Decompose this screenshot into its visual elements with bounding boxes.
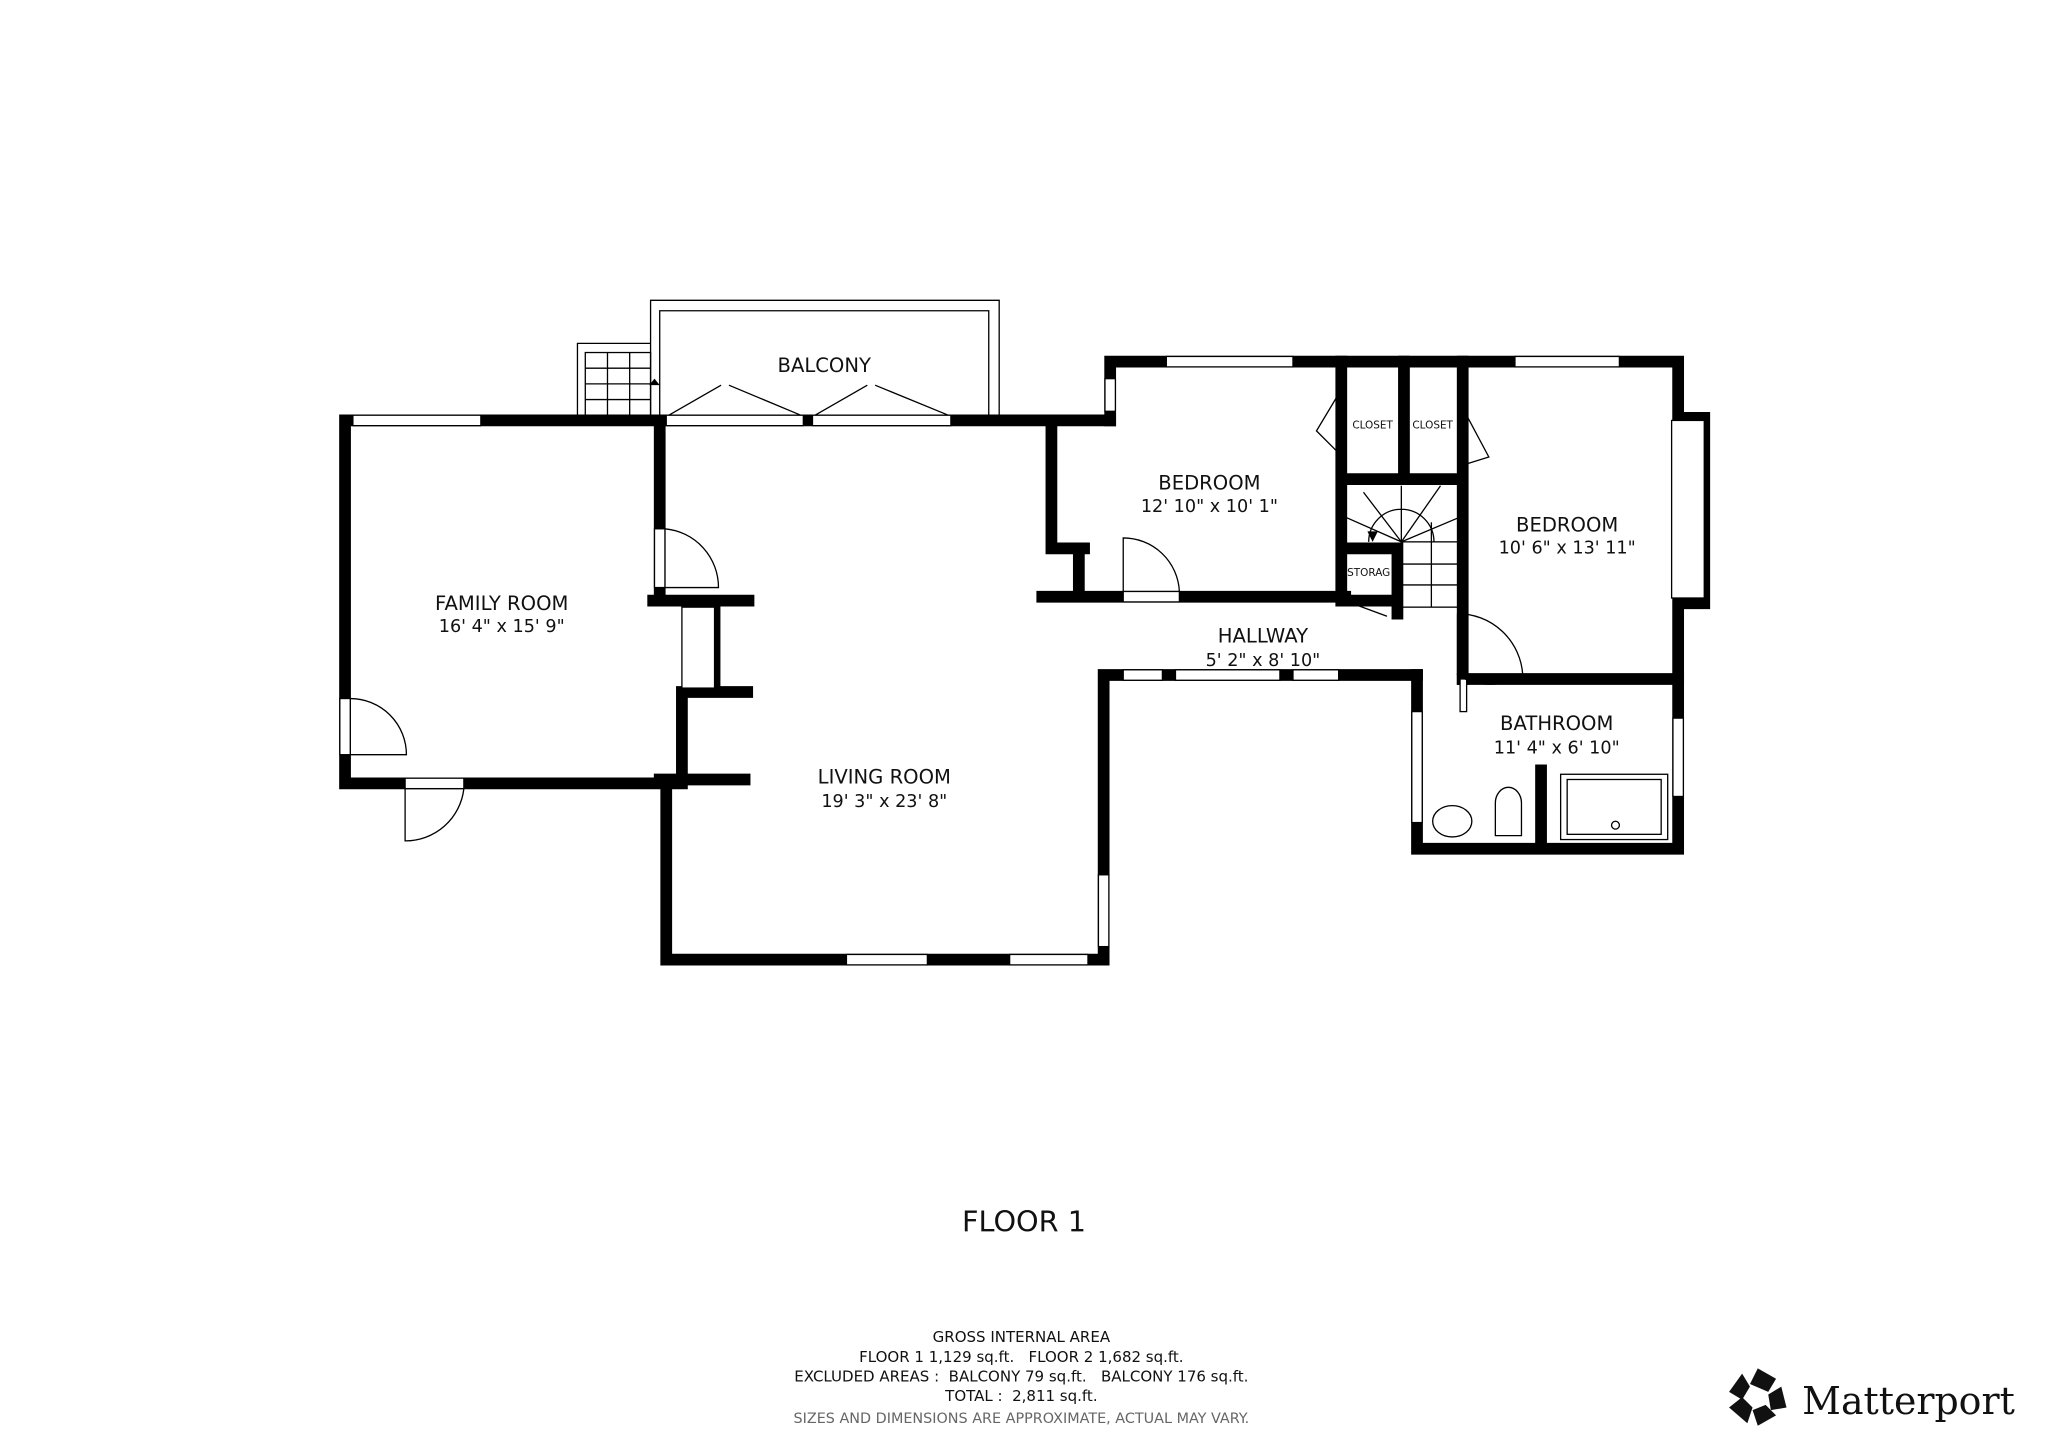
- area-summary: GROSS INTERNAL AREA FLOOR 1 1,129 sq.ft.…: [794, 1328, 1250, 1427]
- walls: [339, 355, 1711, 966]
- area-excluded: EXCLUDED AREAS : BALCONY 79 sq.ft. BALCO…: [794, 1367, 1248, 1385]
- interior-stairs: [1344, 485, 1461, 608]
- living-room-dims: 19' 3" x 23' 8": [821, 792, 947, 812]
- closet-1-label: CLOSET: [1352, 419, 1393, 431]
- area-title: GROSS INTERNAL AREA: [933, 1328, 1111, 1346]
- floor-label: FLOOR 1: [962, 1204, 1086, 1238]
- balcony-label: BALCONY: [778, 354, 871, 377]
- balcony-outline: [576, 299, 1000, 419]
- closet-2-label: CLOSET: [1412, 419, 1453, 431]
- living-room-label: LIVING ROOM: [818, 765, 951, 788]
- bedroom-2-dims: 10' 6" x 13' 11": [1499, 539, 1636, 559]
- balcony-stairs: [584, 351, 660, 419]
- matterport-logo-icon: [1729, 1368, 1787, 1426]
- bedroom-2-label: BEDROOM: [1516, 513, 1618, 536]
- windows: [352, 355, 1705, 966]
- matterport-logo: Matterport: [1729, 1368, 2015, 1426]
- area-total: TOTAL : 2,811 sq.ft.: [944, 1387, 1097, 1405]
- storage-label: STORAG: [1347, 567, 1390, 579]
- matterport-wordmark: Matterport: [1802, 1379, 2015, 1423]
- area-floors: FLOOR 1 1,129 sq.ft. FLOOR 2 1,682 sq.ft…: [859, 1348, 1183, 1366]
- family-room-dims: 16' 4" x 15' 9": [439, 617, 565, 637]
- bedroom-1-dims: 12' 10" x 10' 1": [1141, 497, 1278, 517]
- bathroom-label: BATHROOM: [1500, 712, 1613, 735]
- doors: [339, 384, 1524, 842]
- family-room-label: FAMILY ROOM: [435, 592, 568, 615]
- bathroom-dims: 11' 4" x 6' 10": [1494, 738, 1620, 758]
- bedroom-1-label: BEDROOM: [1158, 472, 1260, 495]
- sink: [1432, 804, 1473, 838]
- hallway-dims: 5' 2" x 8' 10": [1206, 651, 1321, 671]
- hallway-label: HALLWAY: [1218, 624, 1308, 647]
- bathroom-fixtures: [1432, 773, 1669, 841]
- toilet: [1494, 786, 1523, 837]
- disclaimer: SIZES AND DIMENSIONS ARE APPROXIMATE, AC…: [794, 1411, 1250, 1427]
